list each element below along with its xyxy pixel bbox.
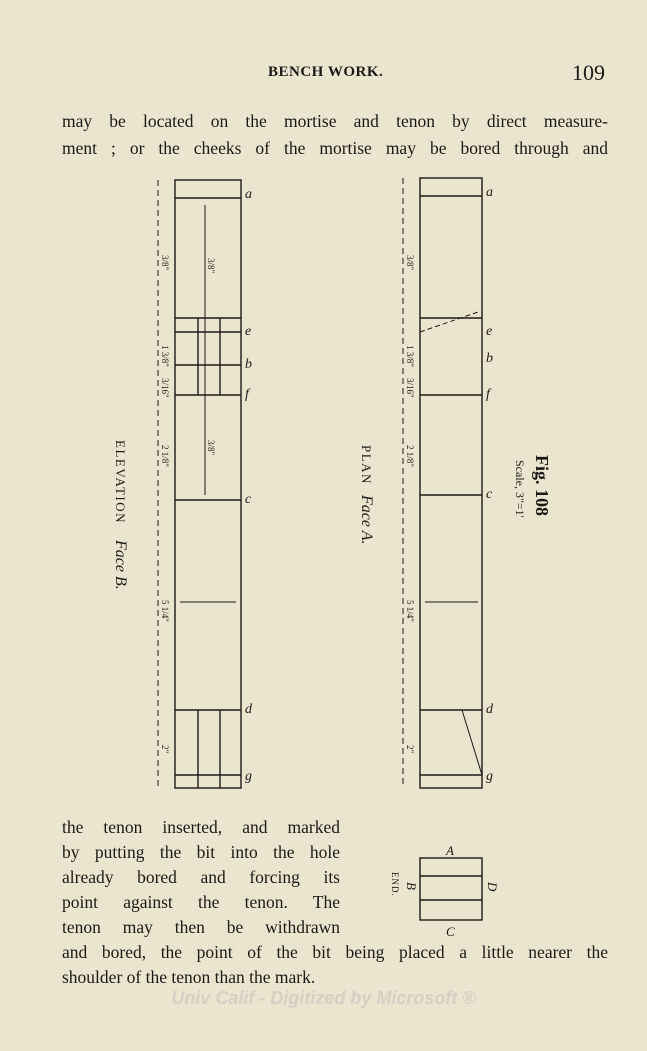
text-line: point against the tenon. The <box>62 892 340 912</box>
letter-f: f <box>486 387 492 402</box>
letter-c: c <box>245 492 252 507</box>
text-line: the tenon inserted, and marked <box>62 817 340 837</box>
page-header: BENCH WORK. 109 <box>0 60 647 90</box>
end-letter-c: C <box>446 924 455 939</box>
figure-title: Fig. 108 <box>532 455 552 516</box>
letter-a: a <box>245 187 252 202</box>
end-letter-d: D <box>485 881 500 892</box>
text-line: already bored and forcing its <box>62 867 340 887</box>
text-line: tenon may then be withdrawn <box>62 917 340 937</box>
dim-label: 3/8" <box>160 255 170 271</box>
dim-label: 2 1/8" <box>405 445 415 467</box>
plan-outline <box>419 177 483 789</box>
figure-scale: Scale, 3"=1' <box>513 460 527 518</box>
dim-label: 3/16" <box>160 378 170 398</box>
dim-label: 3/8" <box>206 440 216 456</box>
letter-g: g <box>245 769 252 784</box>
letter-g: g <box>486 769 493 784</box>
dim-label: 2" <box>405 745 415 754</box>
dim-label: 2 1/8" <box>160 445 170 467</box>
dim-label: 3/8" <box>206 258 216 274</box>
dim-label: 3/8" <box>405 255 415 271</box>
page-number: 109 <box>572 60 605 85</box>
letter-a: a <box>486 185 493 200</box>
end-view-outline <box>419 857 483 921</box>
text-line: by putting the bit into the hole <box>62 842 340 862</box>
plan-label: PLAN <box>359 445 374 485</box>
dim-label: 5 1/4" <box>405 600 415 622</box>
dim-label: 5 1/4" <box>160 600 170 622</box>
letter-b: b <box>245 357 252 372</box>
paragraph-side: the tenon inserted, and marked by puttin… <box>62 815 340 940</box>
text-line: shoulder of the tenon than the mark. <box>62 967 316 987</box>
watermark: Univ Calif - Digitized by Microsoft ® <box>171 988 476 1008</box>
end-letter-b: B <box>404 882 419 890</box>
paragraph-bottom: and bored, the point of the bit being pl… <box>62 940 608 990</box>
text-line: ment ; or the cheeks of the mortise may … <box>62 138 608 158</box>
letter-c: c <box>486 487 493 502</box>
letter-f: f <box>245 387 251 402</box>
dim-label: 1 3/8" <box>405 345 415 367</box>
dim-label: 2" <box>160 745 170 754</box>
end-letter-a: A <box>445 843 454 858</box>
end-label: END. <box>390 872 400 897</box>
text-line: may be located on the mortise and tenon … <box>62 111 608 131</box>
dim-label: 1 3/8" <box>160 345 170 367</box>
plan-face-label: Face A. <box>358 494 375 544</box>
text-line: and bored, the point of the bit being pl… <box>62 942 608 962</box>
letter-e: e <box>245 324 251 339</box>
elevation-outline <box>174 179 242 789</box>
paragraph-top: may be located on the mortise and tenon … <box>62 108 608 162</box>
elevation-label: ELEVATION <box>113 440 128 524</box>
elevation-face-label: Face B. <box>112 539 129 590</box>
dim-label: 3/16" <box>405 378 415 398</box>
letter-d: d <box>245 702 253 717</box>
letter-e: e <box>486 324 492 339</box>
letter-b: b <box>486 351 493 366</box>
running-head: BENCH WORK. <box>268 64 384 80</box>
letter-d: d <box>486 702 494 717</box>
